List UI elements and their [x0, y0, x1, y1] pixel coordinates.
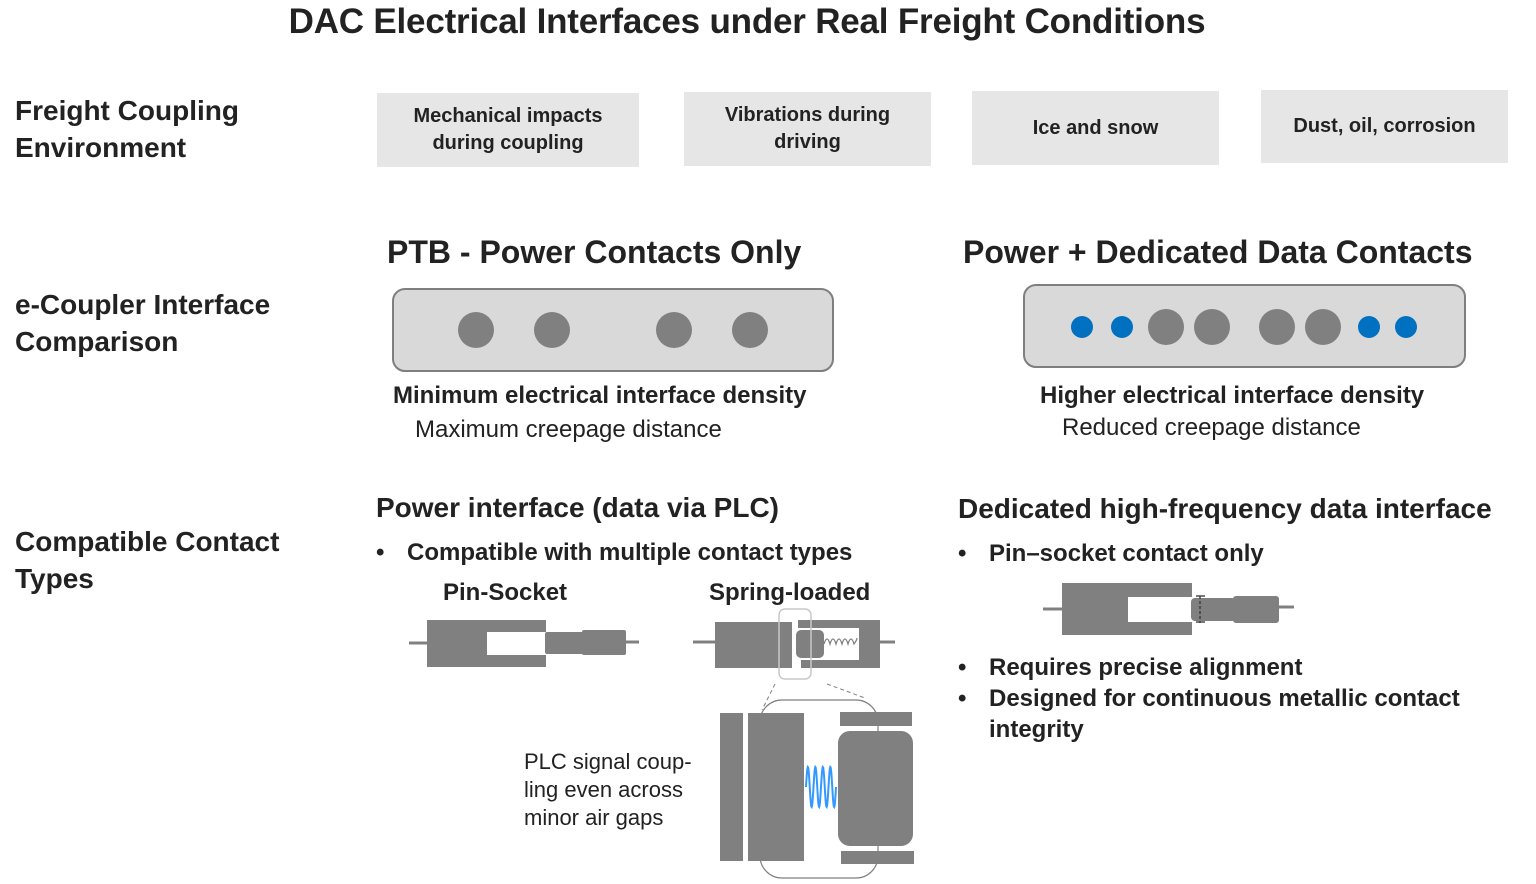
- socket-body: [427, 620, 546, 667]
- spring-loaded-label: Spring-loaded: [709, 579, 871, 606]
- plc-caption: PLC signal coup- ling even across minor …: [524, 748, 692, 832]
- left-bullet: • Compatible with multiple contact types: [376, 539, 852, 567]
- row-label-line: Environment: [15, 132, 187, 163]
- env-box-line: during coupling: [432, 132, 584, 154]
- bullet-text: Compatible with multiple contact types: [407, 539, 853, 566]
- spring-plunger-face: [838, 731, 913, 846]
- dedicated-socket-body: [1062, 583, 1192, 635]
- power-pin: [656, 312, 692, 348]
- row-label-line: Compatible Contact: [15, 526, 280, 557]
- power-pin: [534, 312, 570, 348]
- power-interface-heading: Power interface (data via PLC): [376, 492, 780, 523]
- zoom-highlight-box: [778, 608, 812, 680]
- left-density-label: Minimum electrical interface density: [393, 382, 807, 409]
- dedicated-pin-tip: [1191, 598, 1236, 621]
- row-label-line: Types: [15, 563, 94, 594]
- spring-contact-housing: [798, 620, 880, 668]
- pin-socket-label: Pin-Socket: [443, 579, 568, 606]
- power-pin: [1148, 309, 1184, 345]
- socket-housing-bottom: [841, 851, 914, 864]
- env-box-line: Dust, oil, corrosion: [1293, 115, 1476, 137]
- row-label-line: e-Coupler Interface: [15, 289, 271, 320]
- row-label-line: Freight Coupling: [15, 95, 239, 126]
- pin-tip: [545, 632, 585, 654]
- bullet-dot: •: [958, 685, 967, 712]
- page-title: DAC Electrical Interfaces under Real Fre…: [288, 2, 1206, 41]
- left-column-heading: PTB - Power Contacts Only: [387, 234, 802, 270]
- env-box-line: Ice and snow: [1032, 116, 1159, 139]
- left-creepage-label: Maximum creepage distance: [415, 416, 722, 443]
- dedicated-pins: [1071, 309, 1417, 345]
- right-density-label: Higher electrical interface density: [1040, 382, 1425, 409]
- bullet-text: Requires precise alignment: [989, 654, 1303, 681]
- socket-housing-top: [840, 712, 912, 726]
- plc-signal-wave-icon: [805, 764, 837, 810]
- right-column-heading: Power + Dedicated Data Contacts: [963, 234, 1473, 270]
- data-pin: [1358, 316, 1380, 338]
- spring-coil-icon: [823, 637, 858, 647]
- plug-contact-face: [748, 713, 804, 861]
- env-box-vibrations: Vibrations during driving: [684, 92, 931, 166]
- zoom-guide-left: [761, 683, 776, 711]
- spring-plunger: [796, 630, 824, 658]
- plc-caption-line: PLC signal coup-: [524, 749, 692, 774]
- right-creepage-label: Reduced creepage distance: [1062, 414, 1361, 441]
- env-box-ice-snow: Ice and snow: [972, 91, 1219, 165]
- env-box-line: Vibrations during: [724, 104, 891, 126]
- data-pin: [1071, 316, 1093, 338]
- power-pin: [1305, 309, 1341, 345]
- right-bullet-alignment: • Requires precise alignment: [958, 654, 1302, 682]
- env-box-mechanical-impacts: Mechanical impacts during coupling: [377, 93, 639, 167]
- right-bullet-integrity-cont: integrity: [989, 716, 1084, 743]
- plc-caption-line: minor air gaps: [524, 805, 664, 830]
- row-label-line: Comparison: [15, 326, 179, 357]
- right-bullet-top: • Pin–socket contact only: [958, 540, 1264, 568]
- env-box-dust-oil: Dust, oil, corrosion: [1261, 90, 1508, 163]
- row-label-interface: e-Coupler Interface Comparison: [15, 286, 270, 360]
- plug-housing-wall: [720, 713, 743, 861]
- bullet-text: Pin–socket contact only: [989, 540, 1264, 567]
- bullet-dot: •: [958, 654, 967, 681]
- power-pin: [1194, 309, 1230, 345]
- power-pin: [732, 312, 768, 348]
- bullet-text: Designed for continuous metallic contact: [989, 685, 1460, 712]
- data-pin: [1395, 316, 1417, 338]
- data-pin: [1111, 316, 1133, 338]
- env-box-line: driving: [774, 131, 841, 153]
- bullet-dot: •: [958, 540, 967, 567]
- row-label-contacts: Compatible Contact Types: [15, 523, 279, 597]
- power-pin: [458, 312, 494, 348]
- bullet-dot: •: [376, 539, 385, 566]
- dedicated-pin-body: [1233, 596, 1279, 623]
- power-pin: [1259, 309, 1295, 345]
- right-bullet-integrity: • Designed for continuous metallic contac…: [958, 685, 1460, 713]
- dedicated-connector-face: [1023, 284, 1466, 368]
- plc-caption-line: ling even across: [524, 777, 683, 802]
- env-box-line: Mechanical impacts: [413, 105, 603, 127]
- row-label-environment: Freight Coupling Environment: [15, 92, 239, 166]
- ptb-connector-face: [392, 288, 834, 372]
- pin-body: [582, 630, 626, 655]
- ptb-pins: [458, 312, 768, 348]
- data-interface-heading: Dedicated high-frequency data interface: [958, 493, 1492, 524]
